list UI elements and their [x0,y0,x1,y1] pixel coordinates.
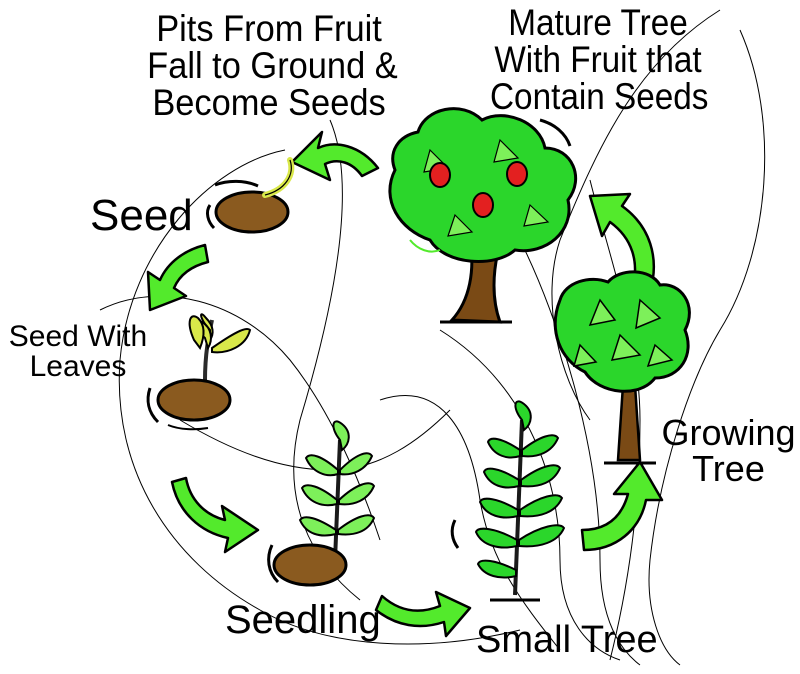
label-line: Growing [661,412,796,453]
seedling-illustration [267,420,376,587]
cycle-arrows [146,130,664,638]
fruit-1 [429,162,451,188]
label-line: Become Seeds [152,82,386,123]
label-line: Fall to Ground & [147,45,398,86]
label-line: Pits From Fruit [156,8,382,49]
small-tree-illustration [450,400,566,602]
arrow-to-pits [290,130,380,182]
arrow-pits-to-seed [146,243,210,312]
label-line: Small Tree [476,619,658,661]
label-line: Seed [90,191,193,240]
label-growing-tree: Growing Tree [656,415,800,487]
fruit-group [429,161,528,218]
label-line: Seed With [8,320,148,353]
label-seed: Seed [90,194,193,238]
label-seedling: Seedling [225,600,381,640]
label-line: Tree [692,448,765,489]
fruit-3 [506,161,528,187]
label-line: With Fruit that [494,39,702,80]
label-line: Mature Tree [508,2,688,43]
arrow-growing-to-mature [588,192,656,294]
label-mature-tree: Mature Tree With Fruit that Contain Seed… [490,2,709,117]
label-line: Leaves [29,350,127,383]
seed-illustration [205,157,295,234]
arrow-small-to-growing [580,460,664,552]
label-line: Contain Seeds [490,76,709,117]
label-small-tree: Small Tree [476,621,658,659]
mature-tree-illustration [388,107,578,324]
growing-tree-illustration [553,270,691,465]
arrow-seed-to-leaves [170,476,260,554]
label-seed-with-leaves: Seed With Leaves [2,322,154,382]
seed-with-leaves-illustration [146,313,252,431]
arrow-seedling-to-small [374,590,472,638]
label-pits-from-fruit: Pits From Fruit Fall to Ground & Become … [147,8,398,123]
fruit-2 [472,192,494,218]
label-line: Seedling [225,598,381,642]
